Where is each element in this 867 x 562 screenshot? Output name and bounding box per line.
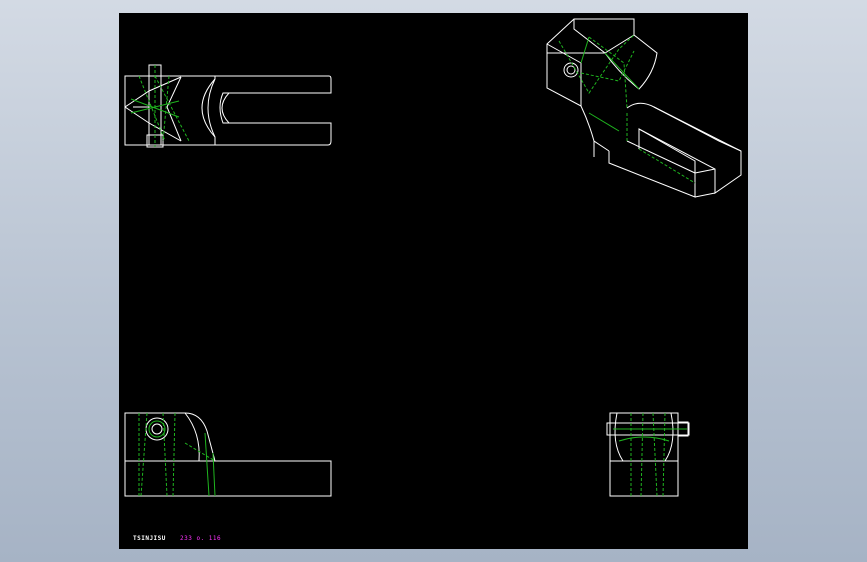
isometric-view[interactable] [546, 18, 742, 198]
title-block-label: TSINJISU [133, 535, 166, 542]
front-view[interactable] [124, 412, 332, 497]
drawing-svg [124, 18, 742, 497]
scale-note: 233 o. 116 [180, 535, 222, 542]
side-view[interactable] [606, 412, 690, 497]
top-view[interactable] [124, 64, 332, 148]
drawing-canvas[interactable]: TSINJISU 233 o. 116 [119, 13, 748, 549]
